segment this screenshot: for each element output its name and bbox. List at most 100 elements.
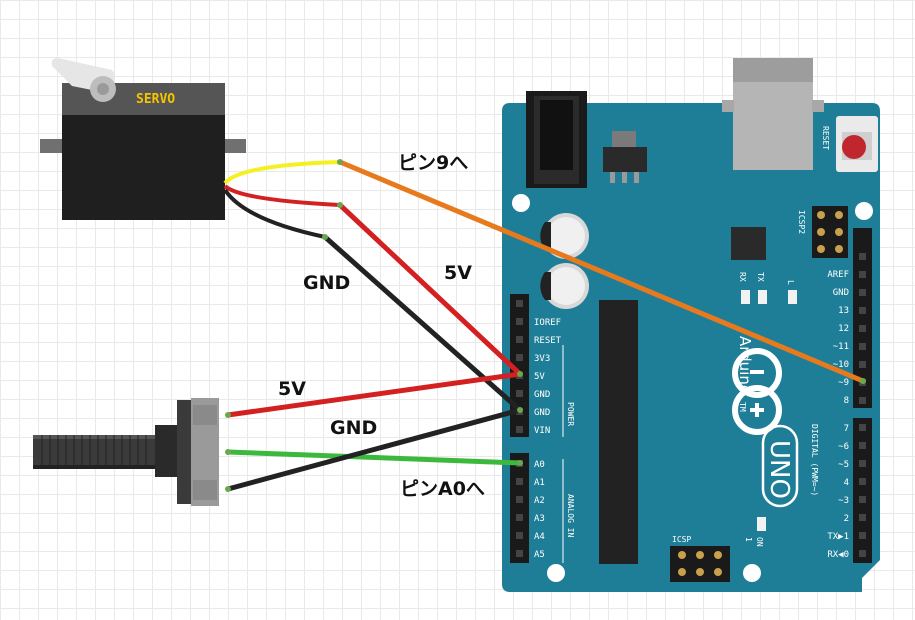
servo-power-lead xyxy=(223,184,341,207)
reset-button[interactable] xyxy=(836,116,878,172)
capacitor xyxy=(540,213,589,259)
label-pot-gnd: GND xyxy=(330,417,377,439)
l-led xyxy=(788,290,797,304)
label-pin-a0: ピンA0へ xyxy=(400,478,485,500)
wire-endpoint xyxy=(337,159,343,165)
digital-section-label: DIGITAL (PWM=~) xyxy=(810,424,819,496)
voltage-regulator xyxy=(603,131,647,183)
analog-pin-label: A4 xyxy=(534,532,545,542)
wire-endpoint xyxy=(337,202,343,208)
wire-endpoint xyxy=(225,486,231,492)
power-pin-label: 3V3 xyxy=(534,354,550,364)
usb-connector xyxy=(722,58,824,170)
power-pin-labels: IOREF RESET 3V3 5V GND GND VIN xyxy=(534,318,562,436)
servo-body xyxy=(62,112,225,220)
digital-pin-label: 12 xyxy=(838,324,849,334)
label-pin9: ピン9へ xyxy=(398,152,468,174)
digital-pin-label: ~5 xyxy=(838,460,849,470)
analog-pin-labels: A0 A1 A2 A3 A4 A5 xyxy=(534,460,545,560)
wire-endpoint xyxy=(517,371,523,377)
pot-nut xyxy=(177,400,193,504)
wire-servo-5v xyxy=(338,203,522,376)
power-pin-label: 5V xyxy=(534,372,545,382)
power-pin-label: GND xyxy=(534,408,550,418)
digital-pin-label: ~11 xyxy=(833,342,849,352)
digital-pin-label: 13 xyxy=(838,306,849,316)
digital-pin-label: 7 xyxy=(844,424,849,434)
digital-pin-label: GND xyxy=(833,288,849,298)
power-pin-label: IOREF xyxy=(534,318,561,328)
mounting-hole xyxy=(855,202,873,220)
mounting-hole xyxy=(512,194,530,212)
digital-header-top xyxy=(853,228,872,408)
label-pot-5v: 5V xyxy=(278,378,306,400)
power-pin-label: RESET xyxy=(534,336,562,346)
analog-pin-label: A3 xyxy=(534,514,545,524)
uno-badge xyxy=(761,424,799,508)
servo-horn-hub-center xyxy=(97,83,109,95)
wire-endpoint xyxy=(517,407,523,413)
power-pin-label: GND xyxy=(534,390,550,400)
arduino-brand-text: Arduino xyxy=(736,336,754,394)
digital-top-pin-labels: AREF GND 13 12 ~11 ~10 ~9 8 xyxy=(827,270,849,406)
mounting-hole xyxy=(743,564,761,582)
analog-pin-label: A5 xyxy=(534,550,545,560)
usb-chip xyxy=(731,227,766,260)
label-servo-gnd: GND xyxy=(303,272,350,294)
analog-section-label: ANALOG IN xyxy=(566,494,575,538)
servo-motor: SERVO xyxy=(40,58,246,220)
on-label: ON xyxy=(755,537,764,547)
on-led xyxy=(757,517,766,531)
digital-pin-label: TX▶1 xyxy=(827,532,849,542)
digital-pin-label: 2 xyxy=(844,514,849,524)
wire-endpoint xyxy=(225,412,231,418)
uno-text: UNO xyxy=(764,440,794,499)
wire-endpoint xyxy=(860,378,866,384)
digital-pin-label: ~10 xyxy=(833,360,849,370)
potentiometer xyxy=(33,398,219,506)
board-pcb xyxy=(502,103,880,592)
pot-shaft xyxy=(33,435,157,469)
icsp2-label: ICSP2 xyxy=(797,210,806,234)
atmega-chip xyxy=(599,300,638,564)
analog-pin-label: A0 xyxy=(534,460,545,470)
wire-pot-gnd xyxy=(227,407,521,492)
pot-bushing xyxy=(155,425,177,477)
wire-servo-gnd xyxy=(323,235,522,412)
digital-pin-label: ~3 xyxy=(838,496,849,506)
power-section-label: POWER xyxy=(566,402,575,426)
power-pin-label: VIN xyxy=(534,426,550,436)
servo-label: SERVO xyxy=(136,92,175,107)
digital-bottom-pin-labels: 7 ~6 ~5 4 ~3 2 TX▶1 RX◀0 xyxy=(827,424,849,560)
wire-servo-signal-pin9 xyxy=(339,159,864,384)
l-led-label: L xyxy=(786,280,795,285)
digital-pin-label: ~9 xyxy=(838,378,849,388)
wire-endpoint xyxy=(517,460,523,466)
digital-pin-label: 4 xyxy=(844,478,849,488)
tx-led xyxy=(758,290,767,304)
label-servo-5v: 5V xyxy=(444,262,472,284)
arduino-uno-board: RESET ICSP2 TX RX L Arduino xyxy=(502,58,880,592)
analog-pin-label: A1 xyxy=(534,478,545,488)
mounting-hole xyxy=(547,564,565,582)
digital-header-bottom xyxy=(853,418,872,563)
rx-led xyxy=(741,290,750,304)
servo-signal-lead xyxy=(223,160,341,185)
digital-pin-label: 8 xyxy=(844,396,849,406)
icsp-header xyxy=(670,546,730,582)
icsp-pin1-mark: 1 xyxy=(744,537,753,542)
digital-pin-label: AREF xyxy=(827,270,849,280)
digital-pin-label: RX◀0 xyxy=(827,550,849,560)
rx-label: RX xyxy=(738,272,747,282)
digital-pin-label: ~6 xyxy=(838,442,849,452)
arduino-logo xyxy=(732,348,782,435)
servo-ground-lead xyxy=(223,188,326,239)
tx-label: TX xyxy=(756,272,765,282)
wire-pot-5v xyxy=(227,371,521,418)
wire-pot-signal-a0 xyxy=(227,449,521,466)
analog-header xyxy=(510,453,529,563)
wire-endpoint xyxy=(225,449,231,455)
reset-label: RESET xyxy=(821,126,830,150)
pot-shaft-ridges xyxy=(41,435,147,469)
